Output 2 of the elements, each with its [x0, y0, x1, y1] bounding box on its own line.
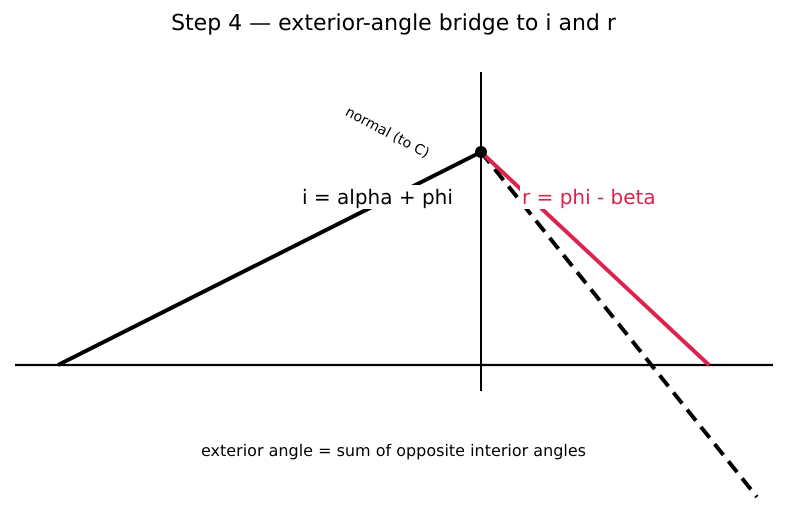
title: Step 4 — exterior-angle bridge to i and r — [170, 11, 617, 36]
note: exterior angle = sum of opposite interior angles — [200, 441, 588, 460]
